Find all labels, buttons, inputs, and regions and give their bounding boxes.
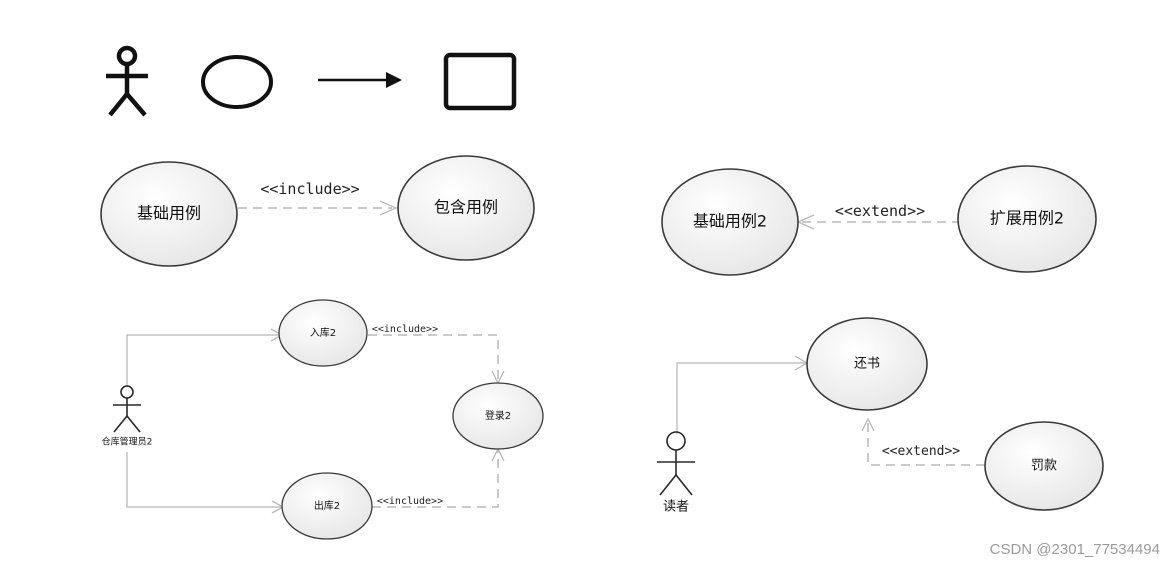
use-case-fine[interactable] <box>984 421 1104 511</box>
use-case-base-label: 基础用例 <box>137 204 201 223</box>
legend-association-arrow-icon <box>318 72 402 88</box>
include-out-to-login <box>372 450 499 508</box>
watermark-text: CSDN @2301_77534494 <box>989 541 1160 558</box>
use-case-in[interactable] <box>278 299 368 367</box>
use-case-login[interactable] <box>452 382 544 450</box>
library-example: <<extend>> 读者 还书 罚款 <box>657 317 1104 515</box>
legend-use-case-icon <box>201 55 273 109</box>
use-case-return-book-label: 还书 <box>854 357 880 372</box>
include-arrowhead <box>379 200 398 216</box>
use-case-base-2-label: 基础用例2 <box>693 212 767 231</box>
use-case-out[interactable] <box>281 472 373 540</box>
use-case-extension-2[interactable] <box>957 165 1097 273</box>
use-case-out-label: 出库2 <box>314 499 340 512</box>
use-case-login-label: 登录2 <box>485 409 511 422</box>
use-case-return-book[interactable] <box>806 317 928 411</box>
extend-stereotype-label: <<extend>> <box>835 202 925 220</box>
extend-stereotype-library: <<extend>> <box>882 444 960 459</box>
include-stereotype-label: <<include>> <box>260 180 359 198</box>
legend-system-boundary-icon <box>443 52 517 111</box>
use-case-in-label: 入库2 <box>310 326 336 339</box>
use-case-included-label: 包含用例 <box>434 198 498 217</box>
actor-reader-label: 读者 <box>663 500 689 515</box>
include-stereotype-top: <<include>> <box>372 324 438 335</box>
actor-reader-icon[interactable] <box>657 431 695 496</box>
association-actor-to-in <box>126 334 281 387</box>
use-case-included[interactable] <box>397 155 535 261</box>
use-case-extension-2-label: 扩展用例2 <box>990 209 1064 228</box>
use-case-fine-label: 罚款 <box>1031 459 1057 474</box>
use-case-base-2[interactable] <box>661 168 799 276</box>
include-in-to-login <box>368 334 499 382</box>
association-reader-to-return <box>676 362 806 434</box>
association-actor-to-out <box>126 452 282 508</box>
actor-warehouse-manager-label: 仓库管理员2 <box>102 436 153 448</box>
include-stereotype-bottom: <<include>> <box>377 496 443 507</box>
legend-actor-icon <box>106 45 148 117</box>
extend-fine-to-return <box>867 420 985 466</box>
warehouse-example: <<include>> <<include>> 仓库管理员2 入库2 出库2 登… <box>102 299 544 540</box>
actor-warehouse-manager-icon[interactable] <box>113 385 141 433</box>
extend-arrowhead-return <box>861 417 875 432</box>
extend-example: <<extend>> 基础用例2 扩展用例2 <box>661 165 1097 276</box>
include-example: <<include>> 基础用例 包含用例 <box>100 155 535 267</box>
use-case-base[interactable] <box>100 161 238 267</box>
